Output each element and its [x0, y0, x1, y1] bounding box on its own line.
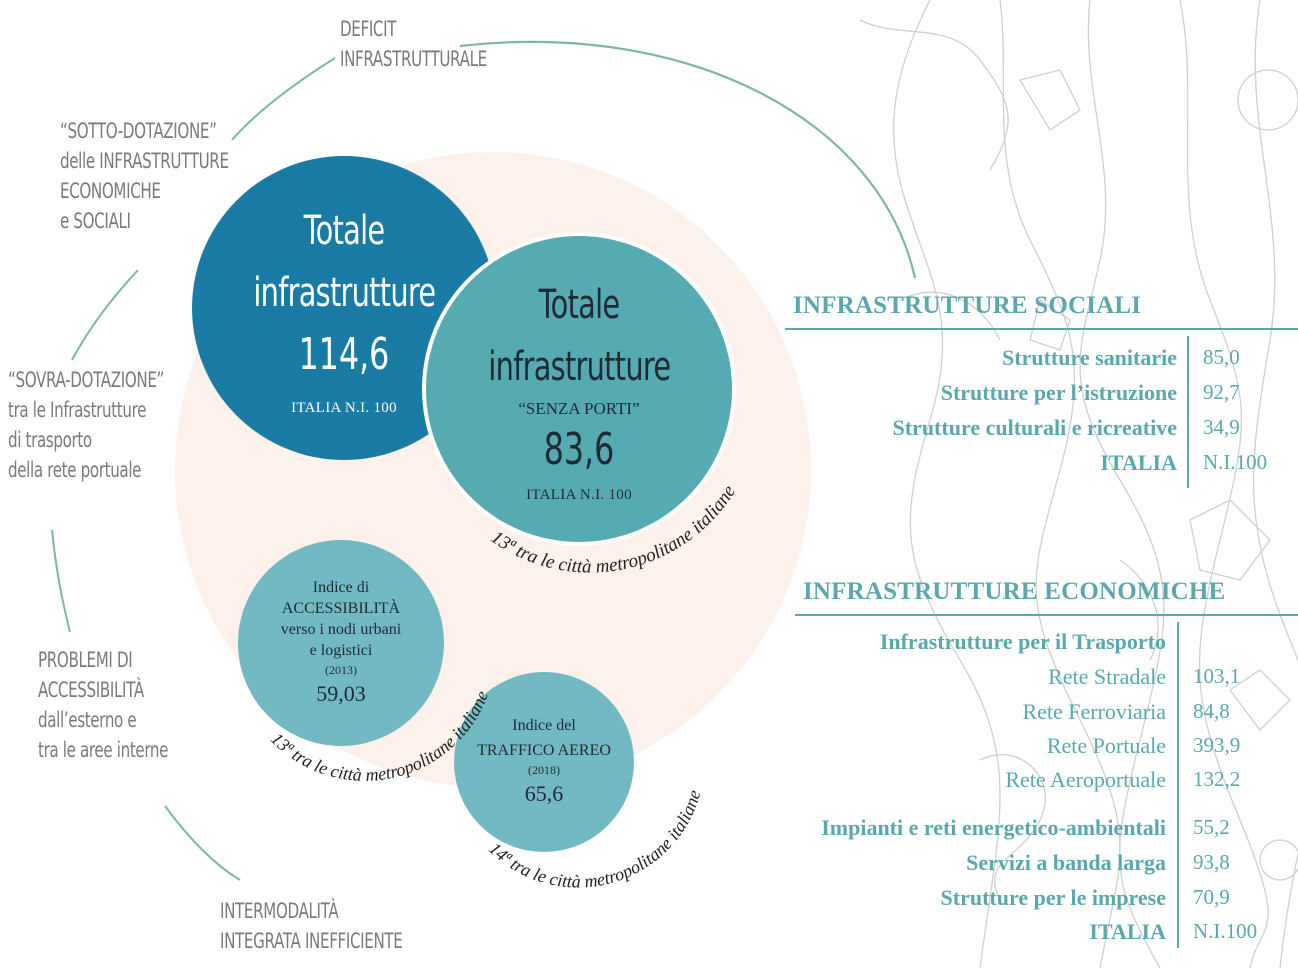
- rank-accessibilita: 13ª tra le città metropolitane italiane: [267, 688, 492, 785]
- row-label: Strutture per l’istruzione: [940, 380, 1177, 405]
- sociali-row: Strutture culturali e ricreative: [700, 410, 1178, 445]
- trasporto-row: Rete Aeroportuale: [700, 762, 1166, 797]
- row-value: N.I.100: [1203, 450, 1268, 474]
- sociali-title: INFRASTRUTTURE SOCIALI: [793, 292, 1142, 319]
- circle-line: verso i nodi urbani: [280, 621, 402, 638]
- sociali-divider: [1187, 336, 1189, 488]
- sociali-row: Strutture per l’istruzione: [700, 375, 1177, 410]
- economiche-row: Impianti e reti energetico-ambientali: [700, 810, 1166, 845]
- economiche-divider: [1177, 622, 1179, 948]
- label-sotto-dotazione: “SOTTO-DOTAZIONE” delle INFRASTRUTTURE E…: [60, 119, 229, 233]
- trasporto-row: Rete Ferroviaria: [700, 694, 1166, 729]
- svg-text:13ª tra le città metropolitane: 13ª tra le città metropolitane italiane: [267, 688, 492, 785]
- label-problemi-accessibilita: PROBLEMI DI ACCESSIBILITÀ dall’esterno e…: [38, 648, 169, 762]
- row-label: Rete Stradale: [1048, 664, 1166, 689]
- svg-text:14ª tra le città metropolitane: 14ª tra le città metropolitane italiane: [485, 788, 704, 892]
- circle-title: Totale: [303, 207, 385, 254]
- circle-traffico-aereo: Indice del TRAFFICO AEREO (2018) 65,6: [454, 672, 634, 852]
- circle-line: Indice di: [312, 579, 370, 596]
- circle-note: ITALIA N.I. 100: [526, 487, 632, 503]
- row-value: 70,9: [1193, 885, 1230, 909]
- circle-value: 59,03: [316, 681, 366, 706]
- label-sovra-dotazione: “SOVRA-DOTAZIONE” tra le Infrastrutture …: [8, 368, 165, 482]
- row-label: Impianti e reti energetico-ambientali: [821, 815, 1166, 840]
- circle-year: (2018): [528, 763, 560, 777]
- label-deficit: DEFICIT INFRASTRUTTURALE: [340, 17, 487, 71]
- row-label: Strutture per le imprese: [940, 885, 1166, 910]
- circle-line: e logistici: [309, 642, 373, 659]
- circle-subtitle: “SENZA PORTI”: [518, 399, 640, 418]
- sociali-rule: [785, 328, 1298, 330]
- circle-senza-porti: Totale infrastrutture “SENZA PORTI” 83,6…: [426, 236, 732, 542]
- row-value: 93,8: [1193, 850, 1230, 874]
- row-value: 393,9: [1193, 733, 1241, 757]
- circle-line: ACCESSIBILITÀ: [281, 600, 401, 617]
- row-value: 103,1: [1193, 664, 1241, 688]
- circle-value: 65,6: [524, 781, 564, 806]
- rank-traffico-aereo: 14ª tra le città metropolitane italiane: [485, 788, 704, 892]
- economiche-row: ITALIA: [700, 914, 1166, 949]
- row-value: 132,2: [1193, 767, 1241, 791]
- svg-text:13ª tra le città metropolitane: 13ª tra le città metropolitane italiane: [487, 482, 740, 578]
- row-label: Strutture sanitarie: [1002, 345, 1177, 370]
- circle-value: 114,6: [298, 328, 390, 380]
- circle-title: infrastrutture: [253, 269, 436, 316]
- circle-title: infrastrutture: [488, 344, 671, 390]
- economiche-row: Strutture per le imprese: [700, 880, 1166, 915]
- row-value: 92,7: [1203, 380, 1240, 404]
- row-value: N.I.100: [1193, 919, 1258, 943]
- row-label: Rete Ferroviaria: [1022, 699, 1166, 724]
- rank-senza-porti: 13ª tra le città metropolitane italiane: [487, 482, 740, 578]
- label-intermodalita: INTERMODALITÀ INTEGRATA INEFFICIENTE: [220, 899, 403, 953]
- circle-value: 83,6: [543, 424, 615, 475]
- trasporto-row: Rete Portuale: [700, 728, 1166, 763]
- sociali-row: Strutture sanitarie: [700, 340, 1177, 375]
- circle-line: Indice del: [512, 717, 576, 734]
- circle-note: ITALIA N.I. 100: [291, 399, 397, 416]
- circle-accessibilita: Indice di ACCESSIBILITÀ verso i nodi urb…: [238, 540, 444, 746]
- economiche-rule: [795, 614, 1298, 616]
- trasporto-row: Rete Stradale: [700, 659, 1166, 694]
- economiche-row: Servizi a banda larga: [700, 845, 1166, 880]
- circle-line: TRAFFICO AEREO: [477, 742, 611, 759]
- row-label: Rete Portuale: [1046, 733, 1166, 758]
- row-label: Strutture culturali e ricreative: [892, 415, 1178, 440]
- row-label: ITALIA: [1100, 450, 1177, 475]
- circle-title: Totale: [538, 282, 620, 328]
- row-label: Servizi a banda larga: [966, 850, 1166, 875]
- row-value: 55,2: [1193, 815, 1230, 839]
- circle-year: (2013): [325, 663, 357, 677]
- row-value: 34,9: [1203, 415, 1240, 439]
- row-value: 84,8: [1193, 699, 1230, 723]
- row-value: 85,0: [1203, 345, 1240, 369]
- row-label: Rete Aeroportuale: [1005, 767, 1166, 792]
- row-label: Infrastrutture per il Trasporto: [879, 629, 1166, 654]
- economiche-title: INFRASTRUTTURE ECONOMICHE: [803, 578, 1226, 605]
- row-label: ITALIA: [1089, 919, 1166, 944]
- sociali-row: ITALIA: [700, 445, 1177, 480]
- trasporto-header: Infrastrutture per il Trasporto: [700, 624, 1166, 659]
